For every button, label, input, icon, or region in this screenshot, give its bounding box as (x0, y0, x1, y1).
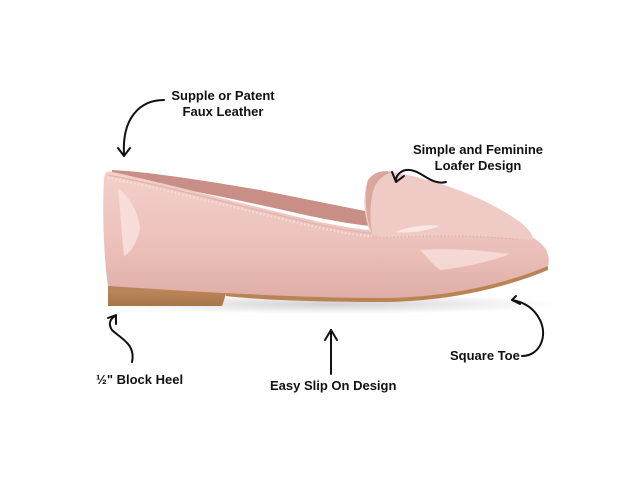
slip-on-arrow-icon (322, 328, 340, 376)
shoe-lining (112, 170, 380, 226)
heel-arrow-icon (106, 312, 138, 364)
collar-edge (107, 174, 373, 234)
callout-material-line2: Faux Leather (182, 104, 264, 119)
callout-toe: Square Toe (450, 348, 520, 364)
callout-heel: ½" Block Heel (96, 372, 183, 388)
collar-stitching (107, 176, 373, 238)
callout-slip-on-line1: Easy Slip On Design (270, 378, 397, 393)
callout-slip-on: Easy Slip On Design (270, 378, 396, 394)
toe-highlight (420, 249, 510, 270)
callout-material-line1: Supple or Patent (171, 88, 275, 103)
heel-highlight (118, 188, 140, 256)
vamp-highlight (395, 225, 440, 233)
apron-stitching (371, 235, 521, 241)
vamp-apron (364, 171, 533, 240)
callout-toe-line1: Square Toe (450, 348, 520, 363)
callout-design: Simple and Feminine Loafer Design (410, 142, 546, 174)
callout-design-line2: Loafer Design (434, 158, 522, 173)
vamp-edge (365, 171, 392, 232)
callout-design-line1: Simple and Feminine (412, 142, 544, 157)
material-arrow-icon (122, 99, 165, 155)
callout-heel-line1: ½" Block Heel (96, 372, 184, 387)
callout-material: Supple or Patent Faux Leather (168, 88, 278, 120)
